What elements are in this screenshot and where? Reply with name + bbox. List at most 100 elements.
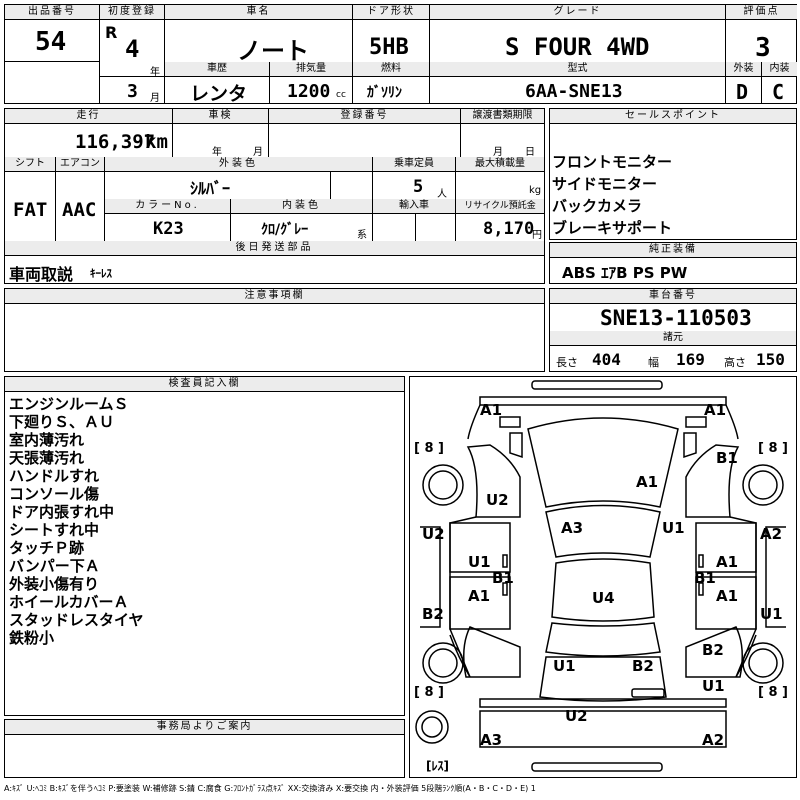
- registration-number-label: 登録番号: [269, 109, 460, 124]
- later-parts-sub: ｷｰﾚｽ: [90, 267, 112, 280]
- score: 3: [755, 33, 771, 63]
- equipment-label: 純正装備: [550, 243, 796, 258]
- lot-number: 54: [35, 27, 67, 57]
- inspector-note: コンソール傷: [9, 485, 100, 503]
- inspector-note: 鉄粉小: [9, 629, 55, 647]
- lot-number-label: 出品番号: [5, 5, 99, 20]
- damage-right-front-door-lower: B1: [694, 569, 716, 587]
- inspector-block: 検査員記入欄 エンジンルームＳ 下廻りＳ、ＡＵ 室内薄汚れ 天張薄汚れ ハンドル…: [4, 376, 405, 716]
- damage-windshield: A3: [561, 519, 584, 537]
- inspector-note: バンパー下Ａ: [9, 557, 100, 575]
- car-name-label: 車名: [165, 5, 352, 20]
- damage-right-rear-door: A1: [716, 587, 739, 605]
- sales-point-item: フロントモニター: [552, 153, 673, 171]
- inspection-label: 車検: [173, 109, 268, 124]
- tire-depth-rear-left: [ 8 ]: [414, 685, 444, 700]
- notes-label: 注意事項欄: [5, 289, 544, 304]
- damage-left-front-bumper-side: U2: [422, 525, 445, 543]
- damage-rear-bumper-center: U2: [565, 707, 588, 725]
- later-parts: 車両取説: [9, 265, 74, 284]
- recycle-deposit-label: リサイクル預託金: [456, 199, 544, 213]
- transfer-month-unit: 月: [493, 147, 503, 158]
- tire-depth-rear-right: [ 8 ]: [758, 685, 788, 700]
- color-number: K23: [153, 219, 184, 239]
- inspection-month-unit: 月: [253, 147, 263, 158]
- interior-grade: C: [772, 80, 785, 104]
- tire-depth-front-right: [ 8 ]: [758, 441, 788, 456]
- inspection-year-unit: 年: [212, 147, 222, 158]
- damage-legend: A:ｷｽﾞ U:ﾍｺﾐ B:ｷｽﾞを伴うﾍｺﾐ P:要塗装 W:補修跡 S:錆 …: [4, 784, 536, 793]
- sales-point-item: サイドモニター: [552, 175, 658, 193]
- office-label: 事務局よりご案内: [5, 720, 404, 735]
- damage-left-rear-door: A1: [468, 587, 491, 605]
- car-outline: [415, 380, 786, 772]
- damage-hood: A1: [636, 473, 659, 491]
- capacity: 5: [413, 177, 424, 197]
- width-label: 幅: [648, 356, 659, 369]
- interior-label: 内装: [762, 62, 797, 76]
- interior-color-unit: 系: [357, 230, 367, 241]
- displacement-label: 排気量: [270, 62, 352, 76]
- history-label: 車歴: [165, 62, 269, 76]
- damage-rear-bumper-right: A2: [702, 731, 725, 749]
- door-type: 5HB: [369, 35, 409, 60]
- damage-roof: U4: [592, 589, 615, 607]
- sales-point-item: バックカメラ: [552, 197, 643, 215]
- details-block: 走行 車検 登録番号 譲渡書類期限 116,397 km 年 月 月 日 シフト…: [4, 108, 545, 284]
- door-type-label: ドア形状: [353, 5, 429, 20]
- damage-right-a-pillar: U1: [662, 519, 685, 537]
- office-block: 事務局よりご案内: [4, 719, 405, 778]
- damage-right-front-bumper-side: A2: [760, 525, 783, 543]
- height: 150: [756, 350, 785, 369]
- era-mark: R: [105, 23, 118, 42]
- damage-left-front-fender: U2: [486, 491, 509, 509]
- exterior-color: ｼﾙﾊﾞｰ: [190, 179, 231, 198]
- width: 169: [676, 350, 705, 369]
- exterior-grade: D: [736, 80, 749, 104]
- inspector-note: ハンドルすれ: [9, 467, 100, 485]
- grade: S FOUR 4WD: [505, 33, 650, 61]
- inspector-note: タッチＰ跡: [9, 539, 85, 557]
- capacity-unit: 人: [437, 189, 447, 200]
- capacity-label: 乗車定員: [373, 157, 455, 171]
- car-history: レンタ: [190, 83, 248, 105]
- fuel-label: 燃料: [353, 62, 429, 76]
- height-label: 高さ: [724, 356, 746, 369]
- damage-rear-bumper-left: A3: [480, 731, 503, 749]
- spec-label: 諸元: [550, 331, 796, 345]
- damage-right-front-fender: B1: [716, 449, 738, 467]
- inspector-note: エンジンルームＳ: [9, 395, 129, 413]
- damage-left-rear-side: B2: [422, 605, 444, 623]
- displacement-unit: cc: [336, 90, 346, 100]
- first-registration-label: 初度登録: [100, 5, 164, 20]
- inspector-note: シートすれ中: [9, 521, 100, 539]
- car-name: ノート: [237, 37, 309, 65]
- fuel: ｶﾞｿﾘﾝ: [367, 85, 402, 101]
- inspector-note: 天張薄汚れ: [9, 449, 85, 467]
- sales-points-label: セールスポイント: [550, 109, 796, 124]
- inspector-note: 下廻りＳ、ＡＵ: [9, 413, 115, 431]
- chassis-block: 車台番号 SNE13-110503 諸元 長さ 404 幅 169 高さ 150: [549, 288, 797, 372]
- length-label: 長さ: [556, 356, 578, 369]
- notes-block: 注意事項欄: [4, 288, 545, 372]
- recycle-deposit: 8,170: [483, 219, 535, 239]
- equipment-block: 純正装備 ABS ｴｱB PS PW: [549, 242, 797, 284]
- mileage-unit: km: [145, 131, 168, 153]
- inspector-note: ホイールカバーＡ: [9, 593, 129, 611]
- spare-tire-label: [ﾚｽ]: [426, 759, 449, 773]
- transfer-deadline-label: 譲渡書類期限: [461, 109, 544, 124]
- car-diagram: [ 8 ] [ 8 ] [ 8 ] [ 8 ] [ﾚｽ] A1 A1 B1 A1…: [409, 376, 797, 778]
- later-parts-label: 後日発送部品: [5, 241, 544, 255]
- model-code: 6AA-SNE13: [525, 81, 623, 102]
- interior-color: ｸﾛ/ｸﾞﾚｰ: [261, 222, 309, 238]
- damage-right-tailgate: B2: [632, 657, 654, 675]
- first-registration-year: 4: [125, 35, 140, 63]
- shift: FAT: [13, 199, 48, 221]
- damage-right-rear-side: U1: [760, 605, 783, 623]
- shift-label: シフト: [5, 157, 55, 171]
- damage-left-front-door-lower: B1: [492, 569, 514, 587]
- damage-right-rear-fender: B2: [702, 641, 724, 659]
- inspector-label: 検査員記入欄: [5, 377, 404, 392]
- sales-points-block: セールスポイント フロントモニター サイドモニター バックカメラ ブレーキサポー…: [549, 108, 797, 240]
- sales-point-item: ブレーキサポート: [552, 219, 673, 237]
